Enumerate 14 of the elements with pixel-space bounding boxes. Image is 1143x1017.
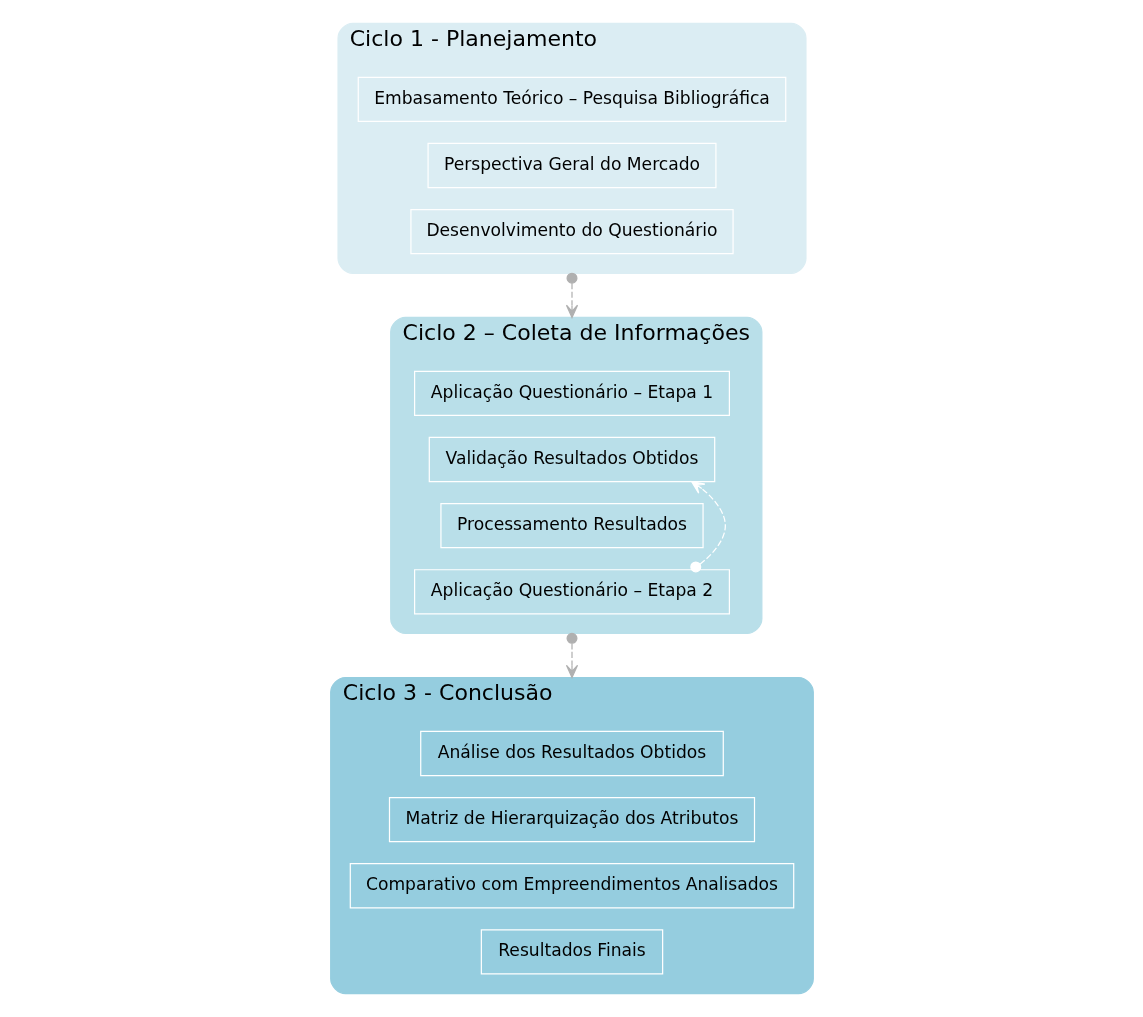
node-box: Desenvolvimento do Questionário [409, 209, 734, 255]
node-box: Análise dos Resultados Obtidos [419, 730, 724, 777]
node-box: Perspectiva Geral do Mercado [426, 142, 717, 189]
node-box: Validação Resultados Obtidos [428, 436, 715, 483]
node-box: Aplicação Questionário – Etapa 1 [413, 370, 730, 417]
arrow [689, 481, 726, 573]
arrow [565, 272, 578, 319]
node-box: Matriz de Hierarquização dos Atributos [388, 796, 755, 843]
node-box: Aplicação Questionário – Etapa 2 [413, 569, 730, 615]
node-box: Resultados Finais [480, 929, 663, 975]
arrow [565, 632, 578, 679]
node-box: Embasamento Teórico – Pesquisa Bibliográfica [357, 76, 786, 123]
node-box: Processamento Resultados [439, 503, 704, 549]
node-box: Comparativo com Empreendimentos Analisados [349, 863, 794, 909]
